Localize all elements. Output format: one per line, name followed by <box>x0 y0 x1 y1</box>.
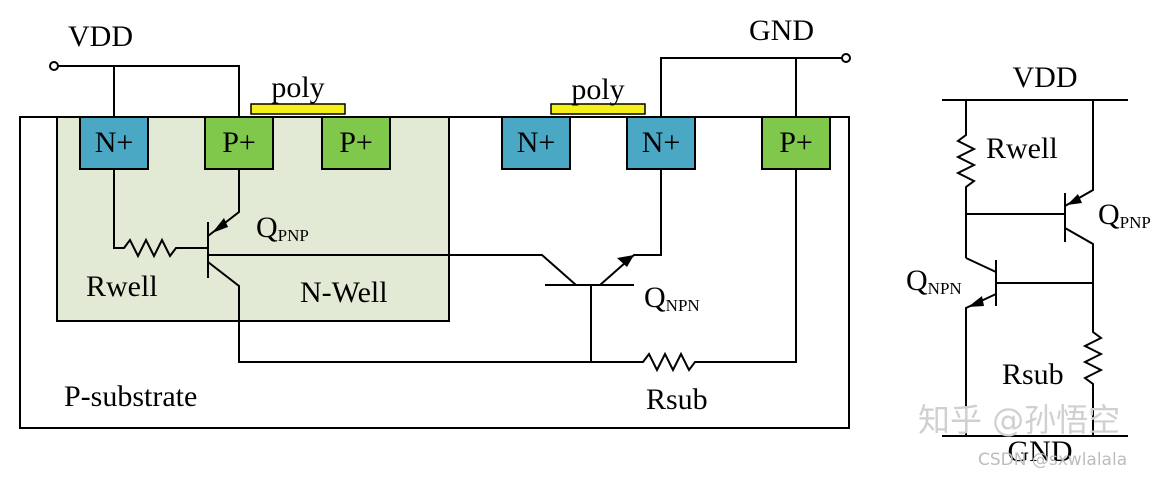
q-pnp-collector <box>207 261 591 363</box>
rwell-wire <box>113 169 208 259</box>
nwell-label: N-Well <box>300 276 388 309</box>
q-npn-emitter <box>599 169 662 286</box>
rsub-label: Rsub <box>646 383 708 416</box>
rwell-label: Rwell <box>86 270 158 303</box>
pplus-label-2: P+ <box>339 126 373 159</box>
nplus-diffusion-2 <box>501 116 571 170</box>
poly-gate-left <box>250 103 346 115</box>
pnp-base-npn-collector <box>208 254 577 286</box>
eq-vdd-label: VDD <box>1013 61 1078 94</box>
nplus-label-2: N+ <box>517 126 556 159</box>
eq-qnpn-sub: NPN <box>928 279 962 298</box>
eq-rwell-label: Rwell <box>986 132 1058 165</box>
vdd-label: VDD <box>68 20 133 53</box>
eq-qnpn-label: QNPN <box>906 264 962 298</box>
pplus-diffusion-2 <box>321 116 391 170</box>
nplus-label-1: N+ <box>95 126 134 159</box>
q-npn-label: QNPN <box>644 281 700 315</box>
eq-rsub-resistor <box>1082 283 1104 436</box>
zhihu-watermark: 知乎 @孙悟空 <box>918 401 1120 439</box>
pplus-diffusion-3 <box>761 116 831 170</box>
q-pnp-sub: PNP <box>278 226 309 245</box>
eq-rwell-resistor <box>955 100 977 214</box>
vdd-terminal <box>49 61 59 71</box>
eq-pnp-collector <box>1064 227 1094 283</box>
poly-gate-right <box>550 103 646 115</box>
eq-gnd-label: GND <box>1008 435 1073 468</box>
psubstrate-label: P-substrate <box>64 380 197 413</box>
eq-npn-emitter-arrow <box>968 296 984 307</box>
eq-qpnp-label: QPNP <box>1098 198 1151 232</box>
poly-label-right: poly <box>571 73 624 106</box>
q-pnp-label: QPNP <box>256 211 309 245</box>
vdd-wire <box>58 65 240 117</box>
eq-qpnp-sub: PNP <box>1120 213 1151 232</box>
eq-npn-collector <box>965 257 997 273</box>
gnd-label: GND <box>749 14 814 47</box>
cross-section: N+ P+ P+ N+ N+ P+ poly poly VDD GND <box>19 14 851 429</box>
pplus-diffusion-1 <box>204 116 274 170</box>
eq-pnp-emitter-arrow <box>1067 194 1082 205</box>
q-pnp-main: Q <box>256 211 278 244</box>
gnd-terminal <box>841 53 851 63</box>
gnd-wire <box>660 57 842 117</box>
csdn-watermark: CSDN @sxwlalala <box>978 450 1127 470</box>
nplus-label-3: N+ <box>642 126 681 159</box>
eq-qnpn-main: Q <box>906 264 928 297</box>
q-npn-main: Q <box>644 281 666 314</box>
q-npn-emitter-arrow <box>617 255 634 267</box>
q-pnp-emitter-arrow <box>212 218 228 233</box>
rsub-wire <box>591 169 797 373</box>
equivalent-circuit: VDD Rwell QPNP QNPN Rsub GND <box>906 61 1151 468</box>
pplus-label-1: P+ <box>222 126 256 159</box>
poly-label-left: poly <box>271 71 324 104</box>
eq-rsub-label: Rsub <box>1002 358 1064 391</box>
eq-npn-emitter <box>965 293 997 436</box>
eq-pnp-emitter <box>1064 100 1094 207</box>
pplus-label-3: P+ <box>779 126 813 159</box>
eq-qpnp-main: Q <box>1098 198 1120 231</box>
q-npn-sub: NPN <box>666 296 700 315</box>
